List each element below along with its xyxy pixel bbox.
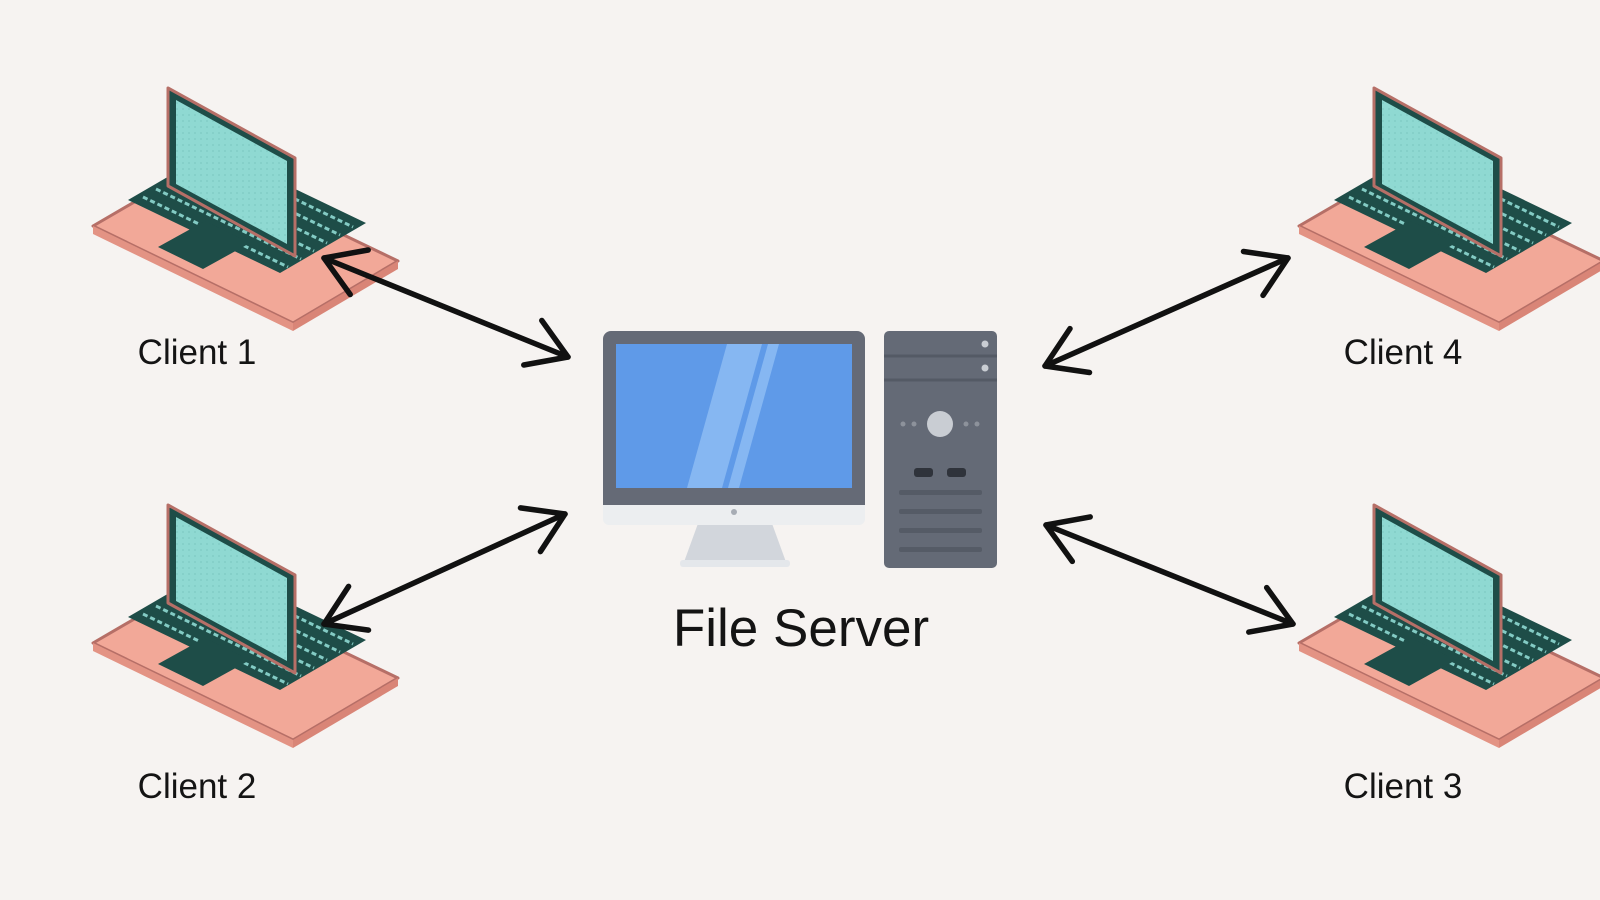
client-2-server-arrow [321, 505, 568, 633]
server-label: File Server [672, 599, 930, 658]
client-3-server-arrow [1043, 514, 1296, 635]
client-3-label: Client 3 [1343, 767, 1463, 806]
client-4-laptop-icon [1297, 86, 1600, 333]
client-2-label: Client 2 [137, 767, 257, 806]
server-monitor-icon [603, 331, 865, 567]
client-4-server-arrow [1042, 248, 1291, 376]
client-1-label: Client 1 [137, 333, 257, 372]
client-1-server-arrow [321, 247, 571, 368]
connection-arrows [321, 247, 1296, 635]
client-3-laptop-icon [1297, 503, 1600, 750]
server-tower-icon [884, 331, 997, 568]
client-4-label: Client 4 [1343, 333, 1463, 372]
